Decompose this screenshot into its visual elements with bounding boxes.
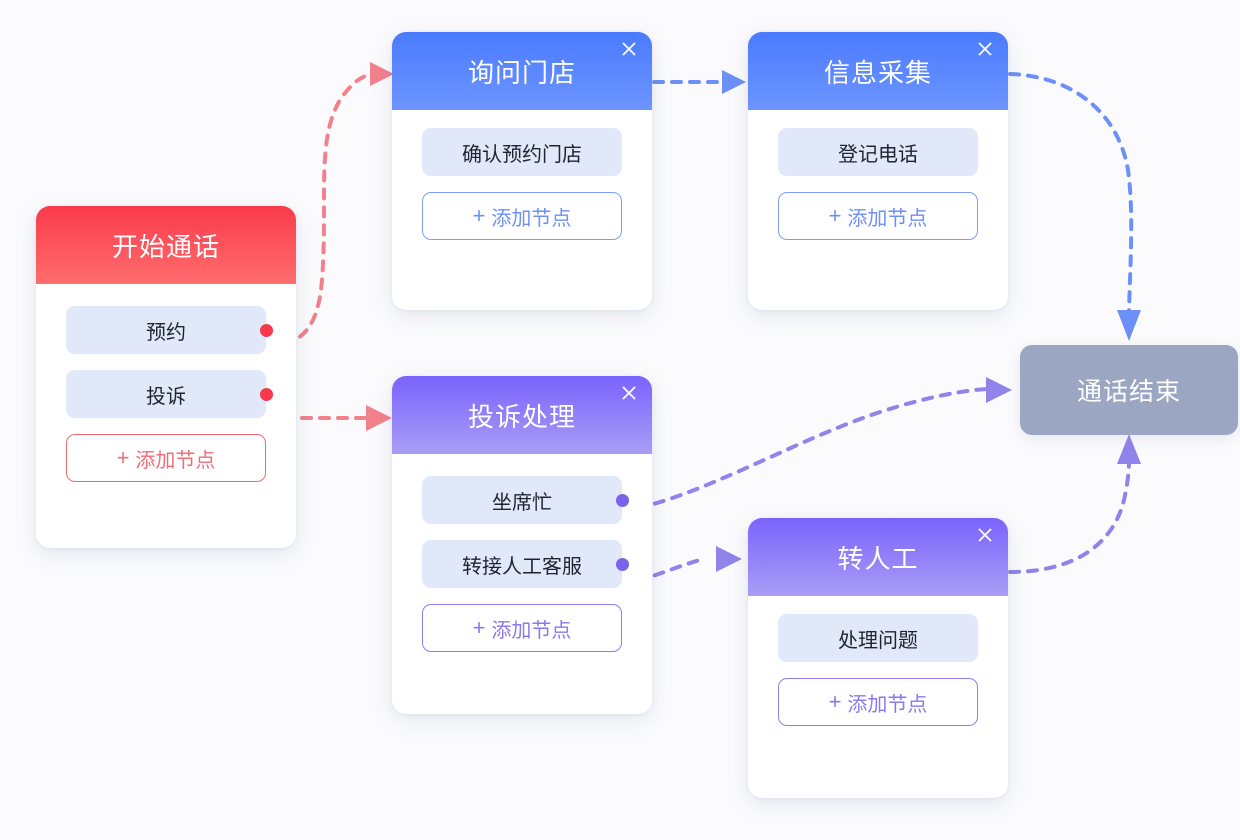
node-complaint-handling[interactable]: 投诉处理 坐席忙 转接人工客服 + 添加节点 [392,376,652,714]
node-title: 投诉处理 [467,401,576,432]
port-chip-appointment[interactable]: 预约 [66,306,273,354]
node-ask-store[interactable]: 询问门店 确认预约门店 + 添加节点 [392,32,652,310]
node-header: 询问门店 [392,32,652,110]
close-icon[interactable] [974,524,996,546]
node-header: 投诉处理 [392,376,652,454]
edge-ask-store-to-collect-info [652,70,746,94]
port-label: 处理问题 [838,629,918,652]
port-connector-dot[interactable] [260,387,273,401]
add-node-button[interactable]: + 添加节点 [778,192,978,240]
node-title: 询问门店 [467,57,576,88]
port-chip-confirm-store[interactable]: 确认预约门店 [422,128,622,176]
add-node-button[interactable]: + 添加节点 [66,434,266,482]
add-node-label: 添加节点 [135,449,216,472]
plus-icon: + [828,689,842,714]
node-body: 确认预约门店 + 添加节点 [392,110,652,266]
plus-icon: + [828,203,842,228]
add-node-label: 添加节点 [847,207,928,230]
port-label: 预约 [146,321,186,344]
port-connector-dot[interactable] [616,493,629,507]
port-connector-dot[interactable] [616,557,629,571]
port-chip-transfer-agent[interactable]: 转接人工客服 [422,540,629,588]
port-label: 登记电话 [838,143,918,166]
node-title: 转人工 [837,543,919,574]
close-icon[interactable] [974,38,996,60]
add-node-button[interactable]: + 添加节点 [778,678,978,726]
node-title: 通话结束 [1076,378,1181,406]
close-icon[interactable] [618,38,640,60]
port-connector-dot[interactable] [260,323,273,337]
node-collect-info[interactable]: 信息采集 登记电话 + 添加节点 [748,32,1008,310]
node-body: 处理问题 + 添加节点 [748,596,1008,752]
add-node-label: 添加节点 [847,693,928,716]
node-body: 预约 投诉 + 添加节点 [36,284,296,508]
edge-collect-info-to-end [1008,72,1141,341]
port-chip-register-phone[interactable]: 登记电话 [778,128,978,176]
port-label: 转接人工客服 [462,555,582,578]
port-chip-handle-issue[interactable]: 处理问题 [778,614,978,662]
port-label: 确认预约门店 [462,143,582,166]
add-node-button[interactable]: + 添加节点 [422,192,622,240]
node-header: 信息采集 [748,32,1008,110]
port-chip-complaint[interactable]: 投诉 [66,370,273,418]
node-header: 转人工 [748,518,1008,596]
node-body: 登记电话 + 添加节点 [748,110,1008,266]
close-icon[interactable] [618,382,640,404]
node-call-end[interactable]: 通话结束 [1020,345,1238,435]
node-start-call[interactable]: 开始通话 预约 投诉 + 添加节点 [36,206,296,548]
plus-icon: + [472,203,486,228]
port-label: 投诉 [146,385,186,408]
add-node-button[interactable]: + 添加节点 [422,604,622,652]
node-body: 坐席忙 转接人工客服 + 添加节点 [392,454,652,678]
node-title: 开始通话 [111,231,220,262]
node-header: 开始通话 [36,206,296,284]
plus-icon: + [116,445,130,470]
node-transfer-to-agent[interactable]: 转人工 处理问题 + 添加节点 [748,518,1008,798]
port-chip-agent-busy[interactable]: 坐席忙 [422,476,629,524]
plus-icon: + [472,615,486,640]
add-node-label: 添加节点 [491,207,572,230]
add-node-label: 添加节点 [491,619,572,642]
node-title: 信息采集 [823,57,932,88]
edge-complaint-busy-to-end [618,377,1012,514]
port-label: 坐席忙 [492,491,552,514]
edge-transfer-to-end [1008,434,1141,574]
